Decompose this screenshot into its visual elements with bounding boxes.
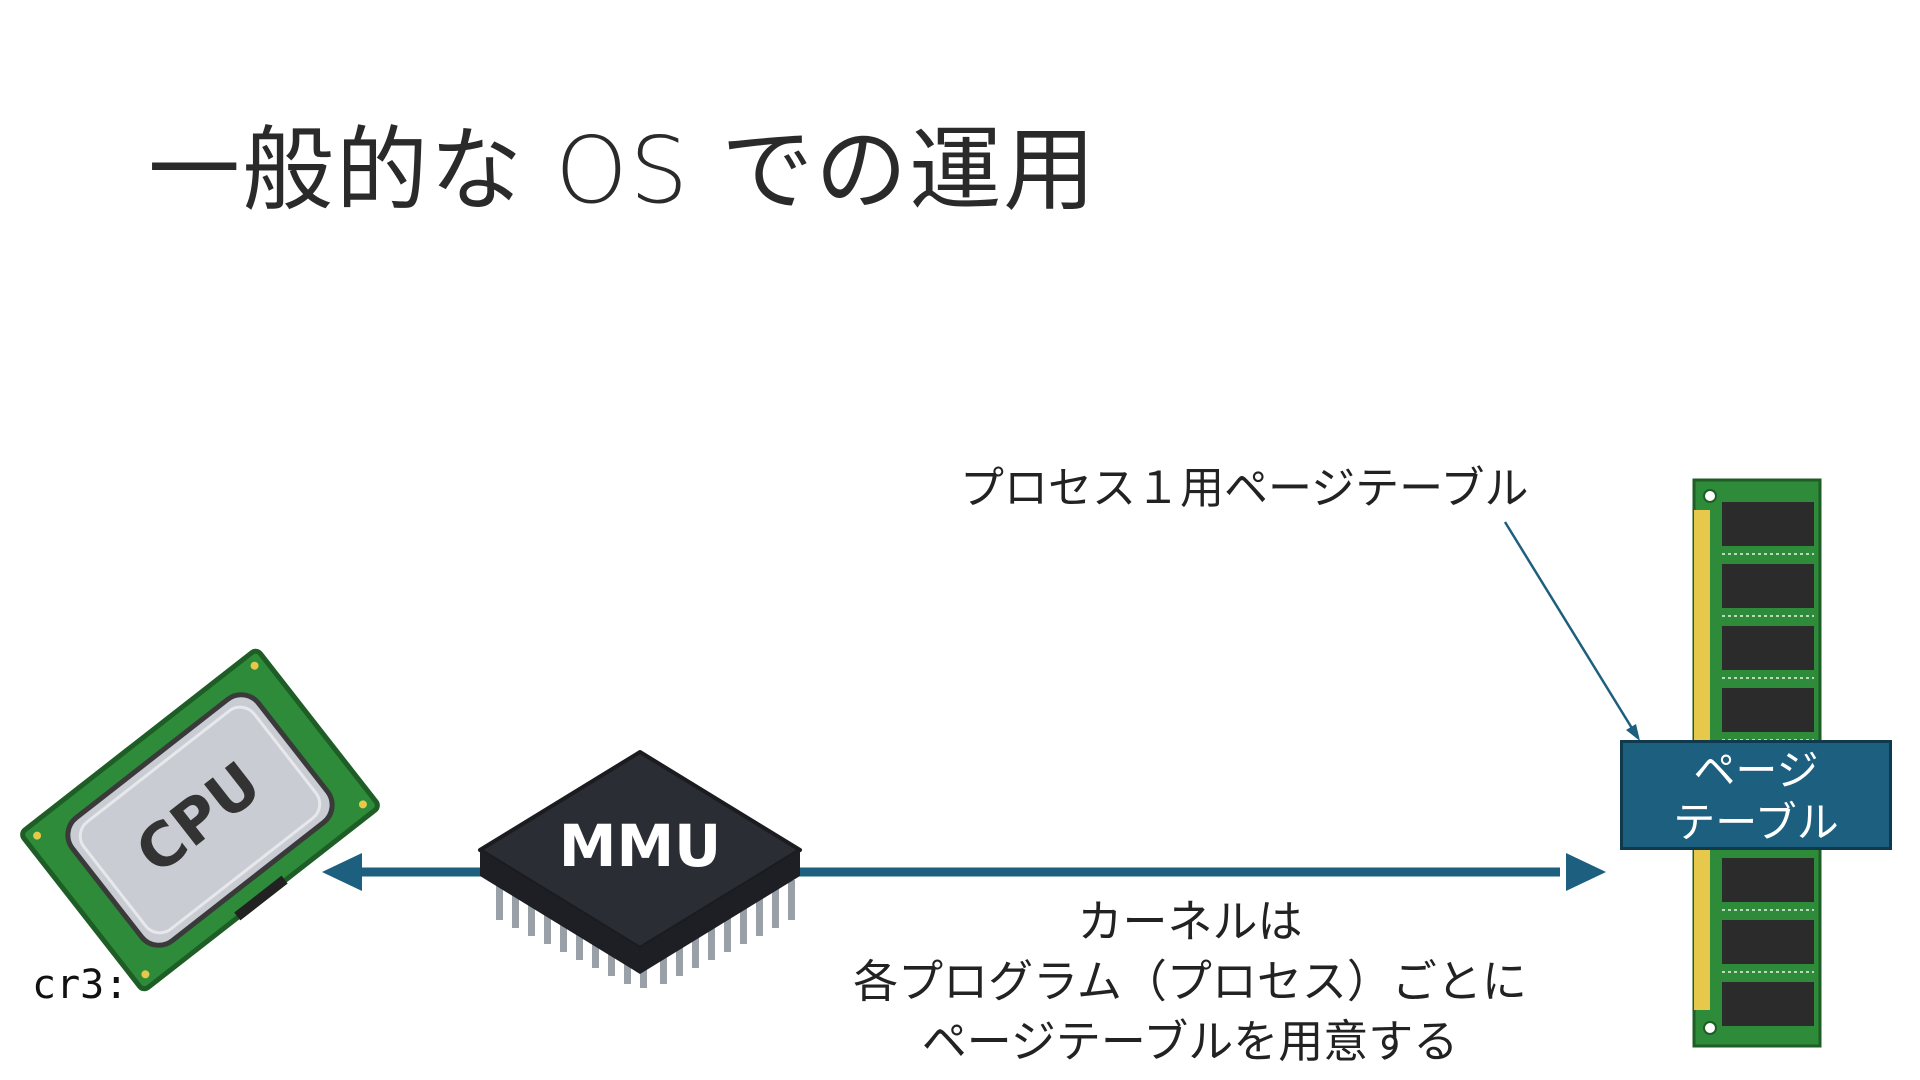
cr3-register-label: cr3: bbox=[32, 962, 128, 1008]
kernel-note-line2: 各プログラム（プロセス）ごとに bbox=[800, 952, 1580, 1012]
mmu-chip-icon: MMU bbox=[480, 752, 800, 988]
kernel-note-line1: カーネルは bbox=[800, 892, 1580, 952]
page-table-box: ページ テーブル bbox=[1620, 740, 1892, 850]
kernel-note-line3: ページテーブルを用意する bbox=[800, 1012, 1580, 1072]
cpu-chip-icon: CPU bbox=[20, 649, 382, 994]
page-table-label-line2: テーブル bbox=[1623, 797, 1889, 849]
kernel-note: カーネルは 各プログラム（プロセス）ごとに ページテーブルを用意する bbox=[800, 892, 1580, 1072]
mmu-label: MMU bbox=[559, 812, 722, 880]
page-table-label-line1: ページ bbox=[1623, 745, 1889, 797]
label-pointer-arrow bbox=[1505, 522, 1640, 741]
process1-page-table-label: プロセス１用ページテーブル bbox=[960, 452, 1528, 516]
